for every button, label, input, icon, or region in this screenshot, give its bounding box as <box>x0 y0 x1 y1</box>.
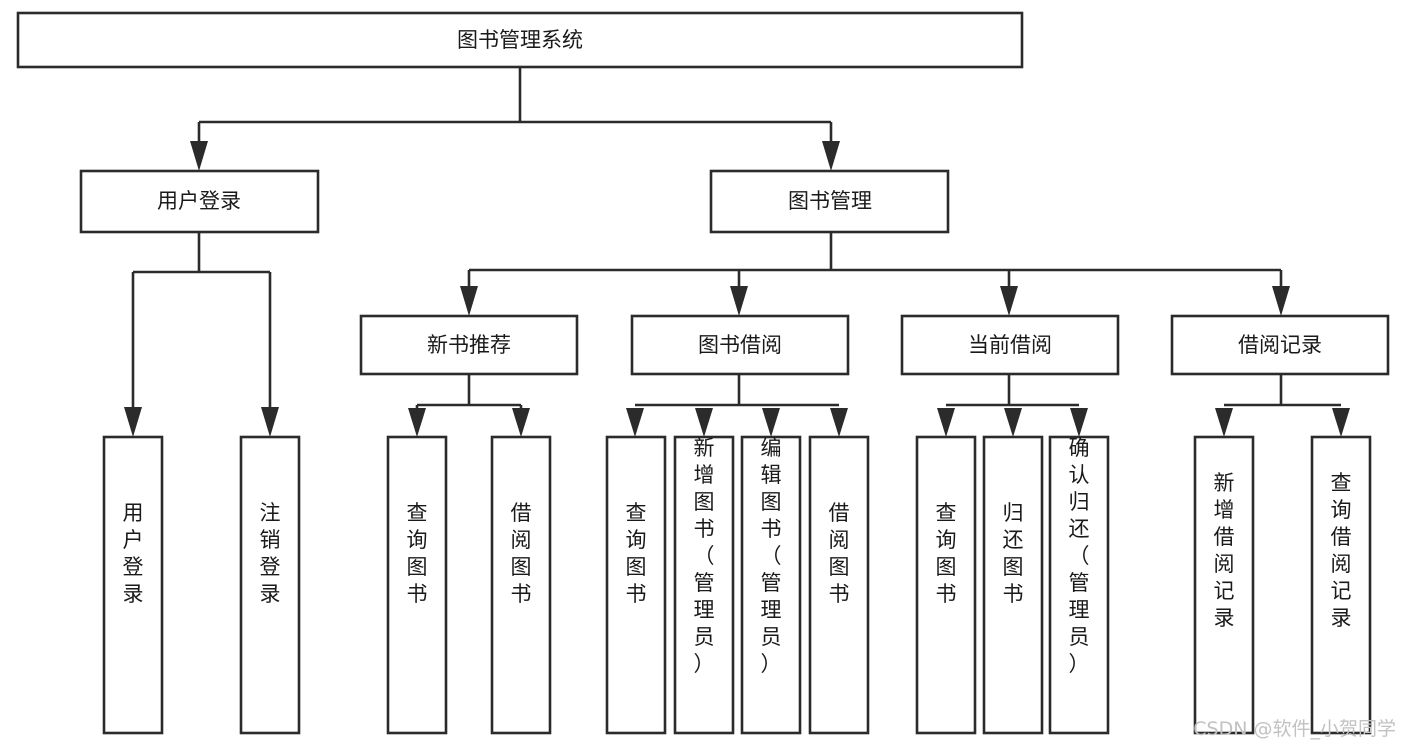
leaf-confirm-return-box[interactable] <box>1048 435 1110 735</box>
leaf-add-record-label: 新增借阅记录 <box>1214 471 1235 630</box>
root-box[interactable] <box>16 11 1024 69</box>
arrow-to-new-book-recommend <box>460 286 478 316</box>
new-book-recommend-box[interactable] <box>359 314 579 376</box>
arrow-to-leaf-add-record <box>1215 408 1233 437</box>
book-manage-box[interactable] <box>709 169 950 234</box>
arrow-to-leaf-confirm-return <box>1070 408 1088 437</box>
leaf-user-login-box[interactable] <box>102 435 164 735</box>
leaf-borrow-book-2-label: 借阅图书 <box>829 501 850 606</box>
arrow-to-leaf-user-login <box>124 407 142 437</box>
leaf-query-record-label: 查询借阅记录 <box>1331 471 1352 630</box>
root-label: 图书管理系统 <box>457 28 583 52</box>
arrow-root-to-user-login <box>190 141 208 171</box>
arrow-root-to-book-manage <box>822 141 840 171</box>
node-new-book-recommend[interactable]: 新书推荐 <box>359 314 579 376</box>
leaf-query-book-3-box[interactable] <box>915 435 977 735</box>
leaf-confirm-return-label: 确认归还（管理员） <box>1069 436 1090 676</box>
node-root[interactable]: 图书管理系统 <box>16 11 1024 69</box>
arrow-to-leaf-query-book-3 <box>937 408 955 437</box>
arrow-to-current-borrow <box>1000 286 1018 316</box>
arrow-to-leaf-query-record <box>1332 408 1350 437</box>
node-leaf-query-record[interactable]: 查询借阅记录 <box>1310 435 1372 735</box>
node-leaf-query-book-1[interactable]: 查询图书 <box>386 435 448 735</box>
leaf-user-login-label: 用户登录 <box>123 501 144 606</box>
leaf-edit-book-label: 编辑图书（管理员） <box>761 436 782 676</box>
node-book-manage[interactable]: 图书管理 <box>709 169 950 234</box>
arrow-to-leaf-add-book <box>695 408 713 437</box>
csdn-watermark: CSDN @软件_小贺同学 <box>1193 718 1396 740</box>
leaf-edit-book-box[interactable] <box>740 435 802 735</box>
new-book-recommend-label: 新书推荐 <box>427 333 511 357</box>
node-leaf-add-book[interactable]: 新增图书（管理员） <box>673 435 735 735</box>
leaf-add-book-label: 新增图书（管理员） <box>694 436 715 676</box>
arrow-to-leaf-query-book-2 <box>626 408 644 437</box>
node-leaf-return-book[interactable]: 归还图书 <box>982 435 1044 735</box>
leaf-query-book-1-box[interactable] <box>386 435 448 735</box>
leaf-query-book-3-label: 查询图书 <box>936 501 957 606</box>
current-borrow-label: 当前借阅 <box>968 333 1052 357</box>
borrow-record-box[interactable] <box>1170 314 1390 376</box>
node-current-borrow[interactable]: 当前借阅 <box>900 314 1120 376</box>
leaf-borrow-book-1-label: 借阅图书 <box>511 501 532 606</box>
user-login-box[interactable] <box>79 169 320 234</box>
arrow-to-leaf-return-book <box>1004 408 1022 437</box>
leaf-query-book-2-box[interactable] <box>605 435 667 735</box>
node-leaf-edit-book[interactable]: 编辑图书（管理员） <box>740 435 802 735</box>
leaf-borrow-book-1-box[interactable] <box>490 435 552 735</box>
arrow-to-leaf-borrow-book-1 <box>512 408 530 437</box>
arrow-to-borrow-record <box>1272 286 1290 316</box>
leaf-add-record-box[interactable] <box>1193 435 1255 735</box>
node-leaf-query-book-2[interactable]: 查询图书 <box>605 435 667 735</box>
node-leaf-confirm-return[interactable]: 确认归还（管理员） <box>1048 435 1110 735</box>
user-login-label: 用户登录 <box>157 189 241 213</box>
borrow-record-label: 借阅记录 <box>1238 333 1322 357</box>
arrow-to-book-borrow <box>730 286 748 316</box>
node-user-login[interactable]: 用户登录 <box>79 169 320 234</box>
leaf-logout-login-label: 注销登录 <box>260 501 281 606</box>
leaf-add-book-box[interactable] <box>673 435 735 735</box>
node-leaf-logout-login[interactable]: 注销登录 <box>239 435 301 735</box>
leaf-query-book-1-label: 查询图书 <box>407 501 428 606</box>
node-leaf-borrow-book-1[interactable]: 借阅图书 <box>490 435 552 735</box>
arrow-to-leaf-query-book-1 <box>408 408 426 437</box>
leaf-return-book-box[interactable] <box>982 435 1044 735</box>
leaf-query-book-2-label: 查询图书 <box>626 501 647 606</box>
node-leaf-user-login[interactable]: 用户登录 <box>102 435 164 735</box>
leaf-borrow-book-2-box[interactable] <box>808 435 870 735</box>
node-borrow-record[interactable]: 借阅记录 <box>1170 314 1390 376</box>
node-book-borrow[interactable]: 图书借阅 <box>630 314 850 376</box>
leaf-query-record-box[interactable] <box>1310 435 1372 735</box>
node-leaf-query-book-3[interactable]: 查询图书 <box>915 435 977 735</box>
connector-layer <box>124 67 1350 437</box>
book-manage-label: 图书管理 <box>788 189 872 213</box>
node-leaf-borrow-book-2[interactable]: 借阅图书 <box>808 435 870 735</box>
leaf-return-book-label: 归还图书 <box>1003 501 1024 606</box>
arrow-to-leaf-logout-login <box>261 407 279 437</box>
node-leaf-add-record[interactable]: 新增借阅记录 <box>1193 435 1255 735</box>
arrow-to-leaf-borrow-book-2 <box>830 408 848 437</box>
leaf-logout-login-box[interactable] <box>239 435 301 735</box>
arrow-to-leaf-edit-book <box>762 408 780 437</box>
book-borrow-label: 图书借阅 <box>698 333 782 357</box>
current-borrow-box[interactable] <box>900 314 1120 376</box>
book-borrow-box[interactable] <box>630 314 850 376</box>
